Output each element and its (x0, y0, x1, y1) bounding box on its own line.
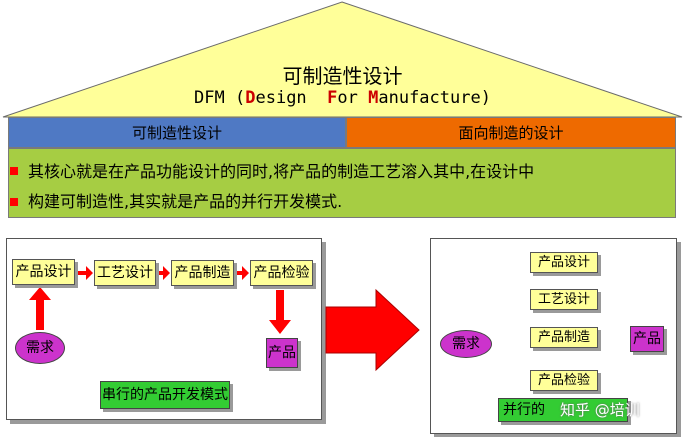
parallel-node-manufacturing: 产品制造 (530, 327, 598, 348)
description-box (8, 148, 676, 218)
description-line-1: 其核心就是在产品功能设计的同时,将产品的制造工艺溶入其中,在设计中 (28, 162, 535, 181)
parallel-caption-text: 并行的 (503, 402, 545, 418)
diagram-subtitle: DFM (Design For Manufacture) (0, 88, 685, 108)
band-design-for-manufacture-label: 面向制造的设计 (346, 117, 676, 148)
parallel-node-process-design: 工艺设计 (530, 289, 598, 310)
subtitle-highlight-letter: F (327, 88, 338, 108)
parallel-demand-oval: 需求 (440, 330, 492, 358)
serial-node-manufacturing: 产品制造 (171, 260, 234, 286)
subtitle-text-segment: esign (255, 88, 328, 108)
parallel-product-box: 产品 (630, 326, 664, 352)
big-transition-arrow-icon (325, 288, 420, 372)
subtitle-highlight-letter: M (368, 88, 379, 108)
arrow-right-icon (157, 266, 170, 280)
description-line-2: 构建可制造性,其实就是产品的并行开发模式. (28, 192, 343, 211)
serial-product-box: 产品 (266, 338, 298, 368)
serial-node-inspection: 产品检验 (250, 260, 313, 286)
serial-mode-caption: 串行的产品开发模式 (100, 381, 230, 409)
subtitle-text-segment: anufacture) (378, 88, 491, 108)
watermark: 知乎 @培训 (560, 401, 640, 419)
arrow-down-icon (269, 290, 291, 334)
arrow-right-icon (78, 266, 93, 280)
subtitle-highlight-letter: D (245, 88, 256, 108)
serial-demand-oval: 需求 (15, 332, 65, 364)
parallel-mode-caption: 并行的 (498, 398, 628, 422)
arrow-right-icon (236, 266, 249, 280)
arrow-up-icon (29, 287, 51, 330)
bullet-icon (10, 198, 18, 206)
bullet-icon (10, 167, 18, 175)
band-dfm-label: 可制造性设计 (8, 117, 346, 148)
parallel-node-product-design: 产品设计 (530, 252, 598, 273)
serial-node-product-design: 产品设计 (12, 259, 75, 285)
subtitle-text-segment: DFM ( (194, 88, 246, 108)
parallel-node-inspection: 产品检验 (530, 370, 598, 391)
serial-node-process-design: 工艺设计 (94, 260, 156, 286)
subtitle-text-segment: or (337, 88, 369, 108)
diagram-title: 可制造性设计 (282, 64, 403, 88)
